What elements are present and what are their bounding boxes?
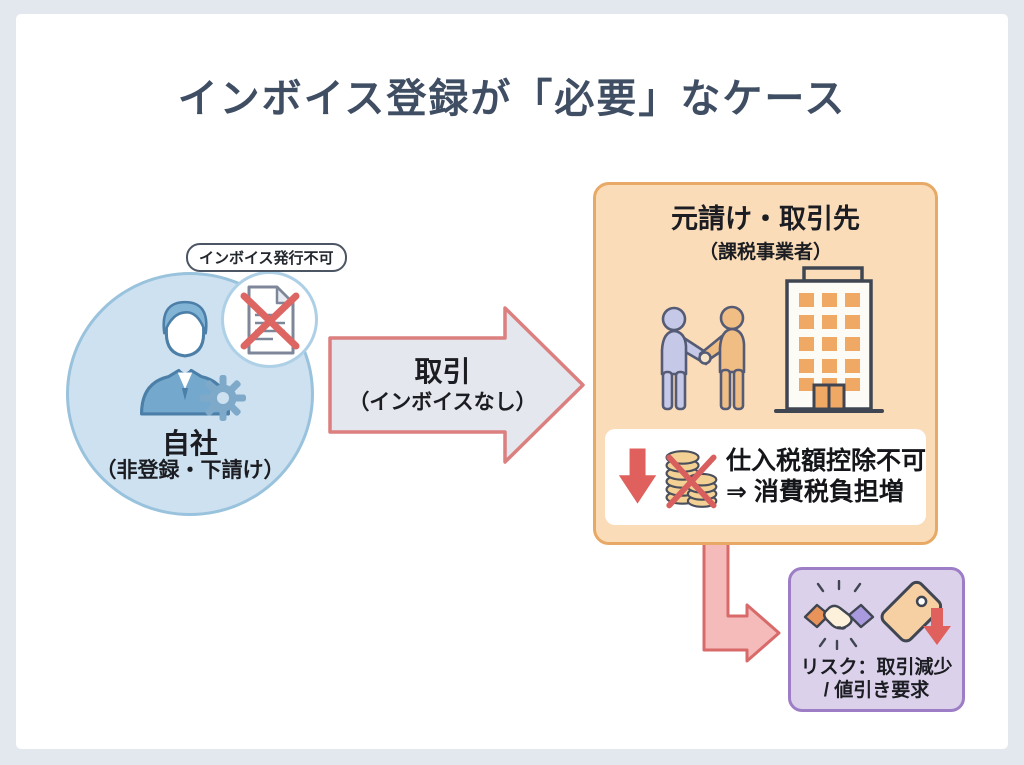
handshake-people-icon	[660, 305, 746, 411]
risk-line2: / 値引き要求	[823, 680, 930, 701]
impact-box: 仕入税額控除不可 ⇒ 消費税負担増	[605, 429, 926, 525]
risk-flow-arrow	[702, 540, 781, 663]
person-icon	[139, 300, 231, 416]
coins-x-icon	[665, 450, 718, 509]
risk-box: リスク：取引減少 / 値引き要求	[788, 567, 965, 712]
partner-title: 元請け・取引先	[671, 204, 860, 234]
self-company-name: 自社	[161, 428, 218, 459]
handshake-icon	[803, 580, 875, 650]
partner-box: 元請け・取引先 （課税事業者）	[593, 182, 938, 545]
risk-text: リスク：取引減少 / 値引き要求	[791, 656, 962, 702]
transaction-label: 取引	[414, 356, 471, 387]
impact-text: 仕入税額控除不可 ⇒ 消費税負担増	[726, 446, 926, 508]
building-icon	[774, 266, 884, 413]
transaction-arrow	[328, 306, 585, 464]
down-arrow-icon	[618, 448, 657, 504]
risk-line1: リスク：取引減少	[800, 657, 953, 678]
gear-icon	[200, 375, 246, 421]
no-invoice-badge: インボイス発行不可	[186, 243, 347, 272]
document-x-icon	[240, 285, 299, 354]
page-title: インボイス登録が「必要」なケース	[177, 77, 847, 121]
no-invoice-bubble	[221, 271, 318, 368]
price-tag-down-icon	[880, 580, 951, 645]
impact-line1: 仕入税額控除不可	[725, 447, 926, 475]
impact-line2: ⇒ 消費税負担増	[725, 478, 904, 506]
partner-note: （課税事業者）	[698, 242, 832, 263]
self-company-note: （非登録・下請け）	[95, 459, 285, 482]
transaction-note: （インボイスなし）	[348, 391, 537, 414]
